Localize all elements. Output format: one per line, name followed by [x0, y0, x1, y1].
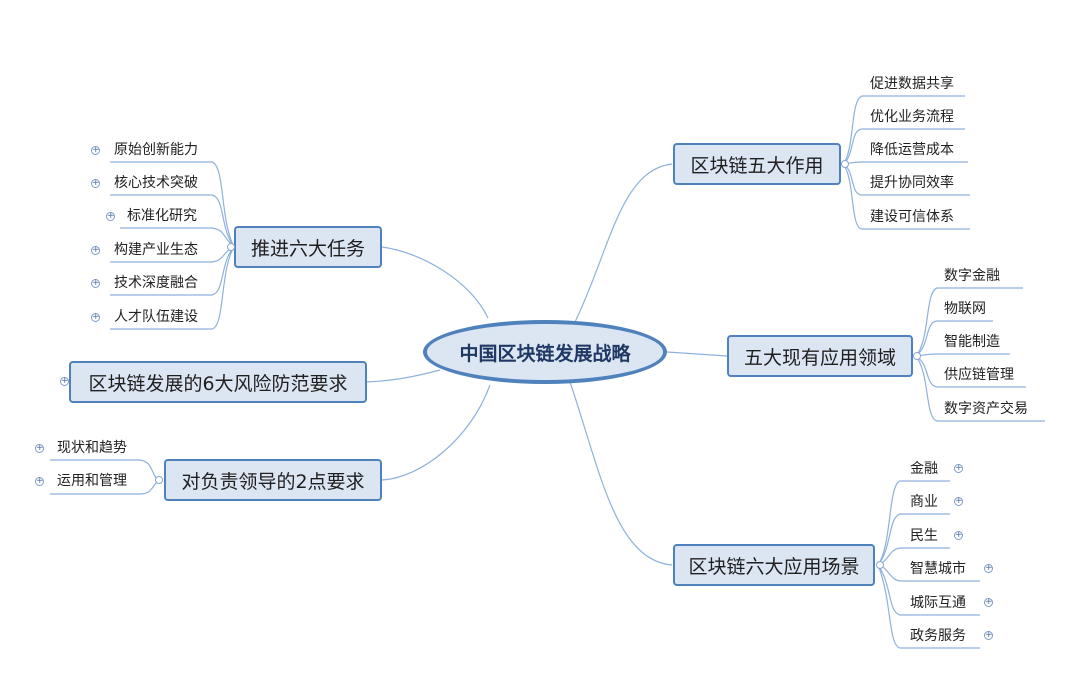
expand-icon[interactable]: +	[954, 463, 963, 473]
expand-icon[interactable]: +	[91, 278, 100, 288]
subtopic[interactable]: 标准化研究	[127, 208, 197, 224]
subtopic[interactable]: 商业	[910, 494, 938, 510]
expand-icon[interactable]: +	[984, 630, 993, 640]
subtopic[interactable]: 构建产业生态	[114, 242, 198, 258]
collapse-toggle-five-roles[interactable]	[841, 160, 849, 168]
subtopic[interactable]: 人才队伍建设	[114, 309, 198, 325]
expand-icon[interactable]: +	[954, 530, 963, 540]
subtopic[interactable]: 优化业务流程	[870, 109, 954, 125]
expand-icon-risk[interactable]: +	[60, 376, 69, 386]
expand-icon[interactable]: +	[984, 563, 993, 573]
expand-icon[interactable]: +	[106, 211, 115, 221]
expand-icon[interactable]: +	[91, 178, 100, 188]
expand-icon[interactable]: +	[35, 476, 44, 486]
expand-icon[interactable]: +	[91, 312, 100, 322]
subtopic[interactable]: 运用和管理	[57, 473, 127, 489]
subtopic[interactable]: 建设可信体系	[870, 209, 954, 225]
subtopic[interactable]: 核心技术突破	[114, 175, 198, 191]
topic-six-tasks[interactable]: 推进六大任务	[234, 226, 382, 268]
topic-five-fields[interactable]: 五大现有应用领域	[727, 335, 913, 377]
subtopic[interactable]: 提升协同效率	[870, 175, 954, 191]
subtopic[interactable]: 智慧城市	[910, 561, 966, 577]
subtopic[interactable]: 供应链管理	[944, 367, 1014, 383]
expand-icon[interactable]: +	[91, 245, 100, 255]
subtopic[interactable]: 智能制造	[944, 334, 1000, 350]
topic-leaders[interactable]: 对负责领导的2点要求	[164, 459, 382, 501]
collapse-toggle-six-tasks[interactable]	[227, 243, 235, 251]
subtopic[interactable]: 政务服务	[910, 628, 966, 644]
subtopic[interactable]: 降低运营成本	[870, 142, 954, 158]
expand-icon[interactable]: +	[984, 597, 993, 607]
topic-five-roles[interactable]: 区块链五大作用	[673, 143, 841, 185]
subtopic[interactable]: 数字资产交易	[944, 401, 1028, 417]
subtopic[interactable]: 民生	[910, 528, 938, 544]
collapse-toggle-leaders[interactable]	[155, 476, 163, 484]
central-topic[interactable]: 中国区块链发展战略	[423, 320, 667, 384]
subtopic[interactable]: 城际互通	[910, 595, 966, 611]
topic-six-scenes[interactable]: 区块链六大应用场景	[673, 544, 875, 586]
topic-risk[interactable]: 区块链发展的6大风险防范要求	[69, 361, 367, 403]
subtopic[interactable]: 原始创新能力	[114, 142, 198, 158]
subtopic[interactable]: 现状和趋势	[57, 440, 127, 456]
expand-icon[interactable]: +	[954, 496, 963, 506]
subtopic[interactable]: 数字金融	[944, 268, 1000, 284]
collapse-toggle-five-fields[interactable]	[913, 352, 921, 360]
subtopic[interactable]: 物联网	[944, 301, 986, 317]
expand-icon[interactable]: +	[91, 145, 100, 155]
expand-icon[interactable]: +	[35, 443, 44, 453]
subtopic[interactable]: 技术深度融合	[114, 275, 198, 291]
subtopic[interactable]: 金融	[910, 461, 938, 477]
collapse-toggle-six-scenes[interactable]	[876, 561, 884, 569]
subtopic[interactable]: 促进数据共享	[870, 76, 954, 92]
